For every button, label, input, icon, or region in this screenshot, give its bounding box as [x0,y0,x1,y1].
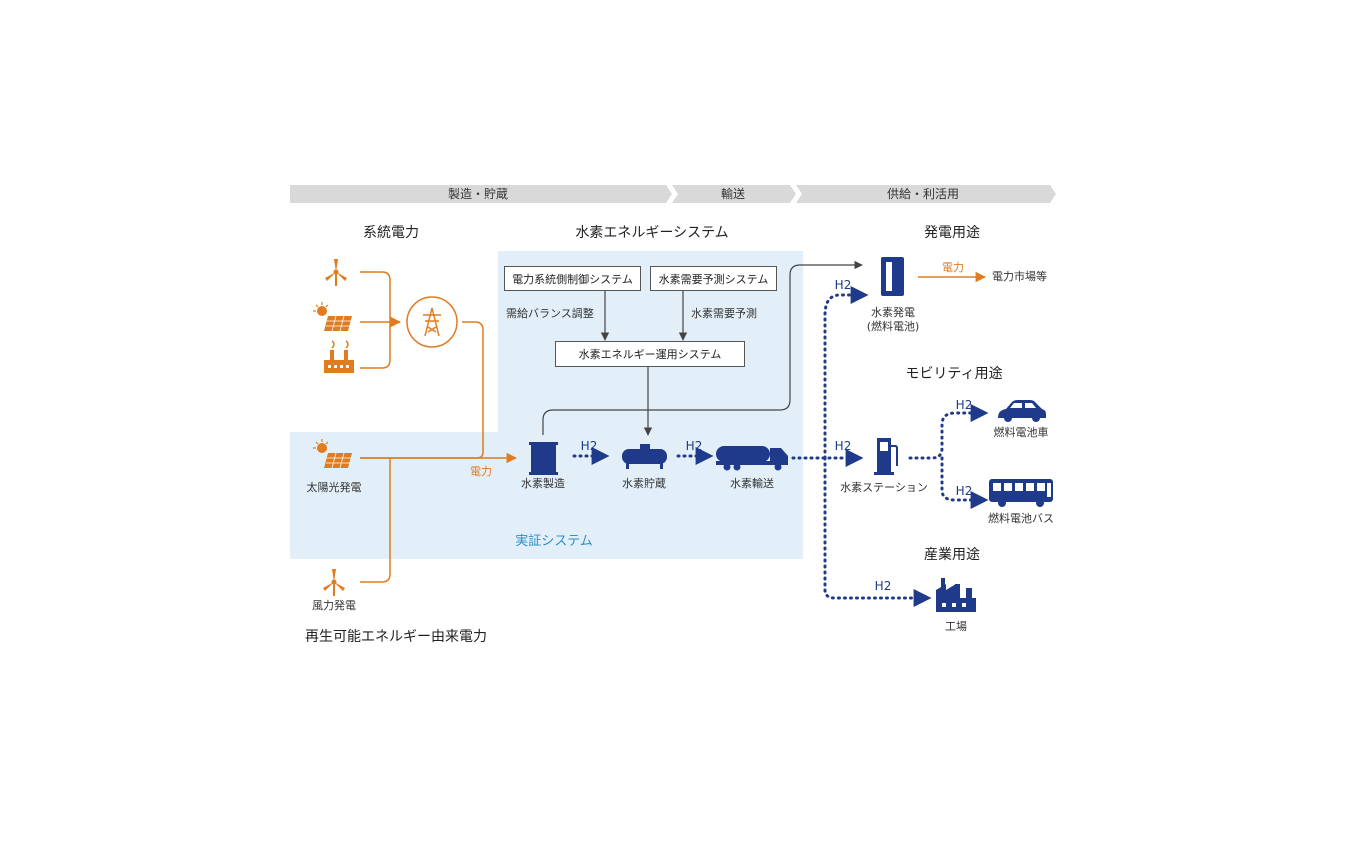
hydrogen-station-label: 水素ステーション [840,481,928,494]
balance-adjust-label: 需給バランス調整 [506,307,594,320]
h2-label: H2 [685,439,703,453]
wind-power-label: 風力発電 [312,599,356,612]
power-market-label: 電力市場等 [992,270,1047,283]
solar-panel-icon [313,302,352,332]
factory-icon [936,578,976,612]
grid-control-system-box: 電力系統側制御システム [504,266,641,291]
fc-bus-label: 燃料電池バス [988,512,1054,525]
fuel-cell-power-sublabel: (燃料電池) [866,320,920,333]
hydrogen-system-heading: 水素エネルギーシステム [575,225,729,241]
h2-label: H2 [955,484,973,498]
car-icon [998,400,1046,422]
fuel-cell-power-label: 水素発電 [871,306,915,319]
phase-label-production: 製造・貯蔵 [447,187,509,201]
fuel-cell-icon [881,257,904,296]
power-use-heading: 発電用途 [924,225,980,241]
power-plant-icon [324,340,354,373]
solar-panel-icon [313,439,352,469]
fcv-label: 燃料電池車 [993,426,1049,439]
hydrogen-storage-label: 水素貯蔵 [622,477,666,490]
industrial-use-heading: 産業用途 [924,547,980,563]
grid-power-lines [360,271,987,583]
grid-power-heading: 系統電力 [363,225,419,241]
demand-forecast-system-box: 水素需要予測システム [650,266,777,291]
h2-label: H2 [580,439,598,453]
renewable-power-heading: 再生可能エネルギー由来電力 [305,629,487,645]
mobility-use-heading: モビリティ用途 [905,366,1003,382]
storage-tank-icon [622,444,667,469]
demand-forecast-label: 水素需要予測 [691,307,757,320]
operation-system-box: 水素エネルギー運用システム [555,341,745,367]
hydrogen-station-icon [874,438,898,475]
h2-label: H2 [834,439,852,453]
phase-label-utilization: 供給・利活用 [886,187,960,201]
transmission-tower-icon [406,296,458,348]
phase-band [290,185,1056,203]
tank-truck-icon [716,446,788,471]
wind-turbine-icon [323,569,345,596]
power-output-label: 電力 [942,261,964,274]
bus-icon [989,479,1053,507]
phase-label-transport: 輸送 [720,187,746,201]
h2-label: H2 [955,398,973,412]
electrolyzer-icon [529,442,558,475]
factory-label: 工場 [945,620,967,633]
demo-system-label: 実証システム [515,534,593,549]
hydrogen-system-panel [290,251,803,559]
h2-label: H2 [874,579,892,593]
hydrogen-flows [572,286,989,607]
solar-power-label: 太陽光発電 [306,481,362,494]
h2-label: H2 [834,278,852,292]
power-flow-label: 電力 [470,465,492,478]
hydrogen-production-label: 水素製造 [521,477,565,490]
wind-turbine-icon [325,259,347,286]
hydrogen-transport-label: 水素輸送 [730,477,774,490]
control-lines [542,260,863,436]
